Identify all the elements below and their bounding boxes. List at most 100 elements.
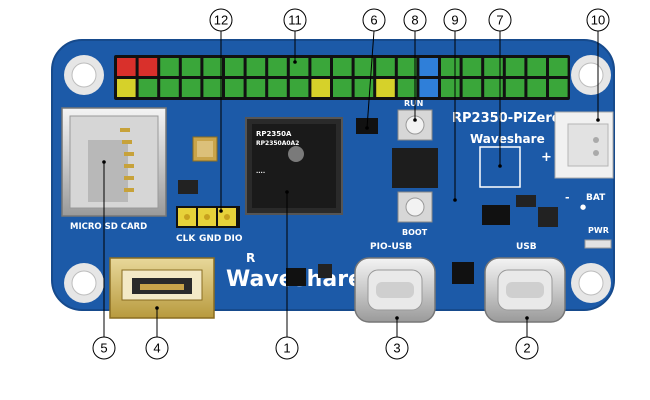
callout-number: 8 [411,13,418,28]
callout-number: 9 [451,13,458,28]
callout-anchor [365,126,369,130]
gpio-pin [289,79,309,97]
component-near-usb [318,264,332,278]
gpio-pin [138,79,158,97]
callout-circle [283,8,307,32]
gpio-pin [333,79,352,97]
usb-port [484,257,566,323]
gpio-pin [354,58,374,76]
callout-anchor [102,160,106,164]
callout-anchor [453,198,457,202]
callout-circle [275,336,299,360]
pwr-led [584,239,612,249]
callout-number: 10 [591,13,605,28]
callout-circle [209,8,233,32]
sd-label: MICRO SD CARD [70,222,147,232]
gpio-pin [289,58,309,76]
callout-number: 4 [153,341,160,356]
callout-number: 6 [370,13,377,28]
gpio-pin [160,58,179,76]
gpio-pin [527,58,546,76]
ic-near-usb [286,268,306,286]
callout-number: 2 [523,341,530,356]
gpio-pin [311,58,330,76]
boot-label: BOOT [402,228,428,237]
swd-label-clk: CLK [176,234,196,244]
callout-anchor [596,118,600,122]
bat-label: BAT [586,193,606,203]
gpio-pin [117,79,136,97]
callout-anchor [498,164,502,168]
swd-interface [176,180,240,228]
gpio-pin [225,58,244,76]
brand-label: Waveshare [470,132,545,146]
gpio-pin [203,79,222,97]
gpio-header [114,55,570,100]
logo-registered-mark: R [246,251,255,265]
callout-line [366,30,375,129]
raspberry-logo-icon [288,146,304,162]
callout-number: 12 [214,13,228,28]
callout-anchor [155,306,159,310]
pio-usb-port [354,257,436,323]
flash-chip [392,148,438,188]
callout-circle [586,8,610,32]
gpio-pin [441,58,460,76]
gpio-pin [505,58,525,76]
gpio-pin [138,58,158,76]
callout-circle [403,8,427,32]
mini-hdmi [109,257,215,319]
crystal-top [197,141,213,157]
gpio-pin [549,79,568,97]
gpio-pin [441,79,460,97]
gpio-pin [376,79,395,97]
gpio-pin [484,58,503,76]
gpio-pin [203,58,222,76]
gpio-pin [181,58,201,76]
mounting-holes [64,55,611,303]
gpio-pin [484,79,503,97]
gpio-pin [117,58,136,76]
callout-anchor [395,316,399,320]
pio-usb-label: PIO-USB [370,242,412,252]
gpio-pin [160,79,179,97]
chip-text-2: RP2350A0A2 [256,140,299,147]
callout-number: 5 [100,341,107,356]
micro-sd-slot [61,107,167,217]
pwr-label: PWR [588,226,609,235]
callout-number: 1 [283,341,290,356]
rp2350-chip [245,117,343,215]
gpio-pin [462,58,482,76]
minus-label: - [565,191,570,204]
swd-label-gnd: GND [199,234,221,244]
callout-circle [385,336,409,360]
gpio-pin [462,79,482,97]
callout-lines [102,30,600,337]
callout-circle [145,336,169,360]
gpio-pin [311,79,330,97]
gpio-pin [181,79,201,97]
callout-circle [515,336,539,360]
model-label: RP2350-PiZero [452,111,561,126]
gpio-pin [505,79,525,97]
gpio-pin [333,58,352,76]
chip-text-1: RP2350A [256,130,292,138]
callout-anchor [285,190,289,194]
gpio-pin [225,79,244,97]
gpio-pin [376,58,395,76]
gpio-pin [419,58,438,76]
usb-label: USB [516,242,537,252]
callout-anchor [219,209,223,213]
callout-circle [488,8,512,32]
component-between-usb [452,262,474,284]
boot-button [397,191,433,223]
gpio-pin [246,79,266,97]
callout-anchor [413,118,417,122]
gpio-pin [354,79,374,97]
callout-number: 7 [496,13,503,28]
gpio-pin [268,58,287,76]
gpio-pin [397,79,417,97]
gpio-pin [527,79,546,97]
